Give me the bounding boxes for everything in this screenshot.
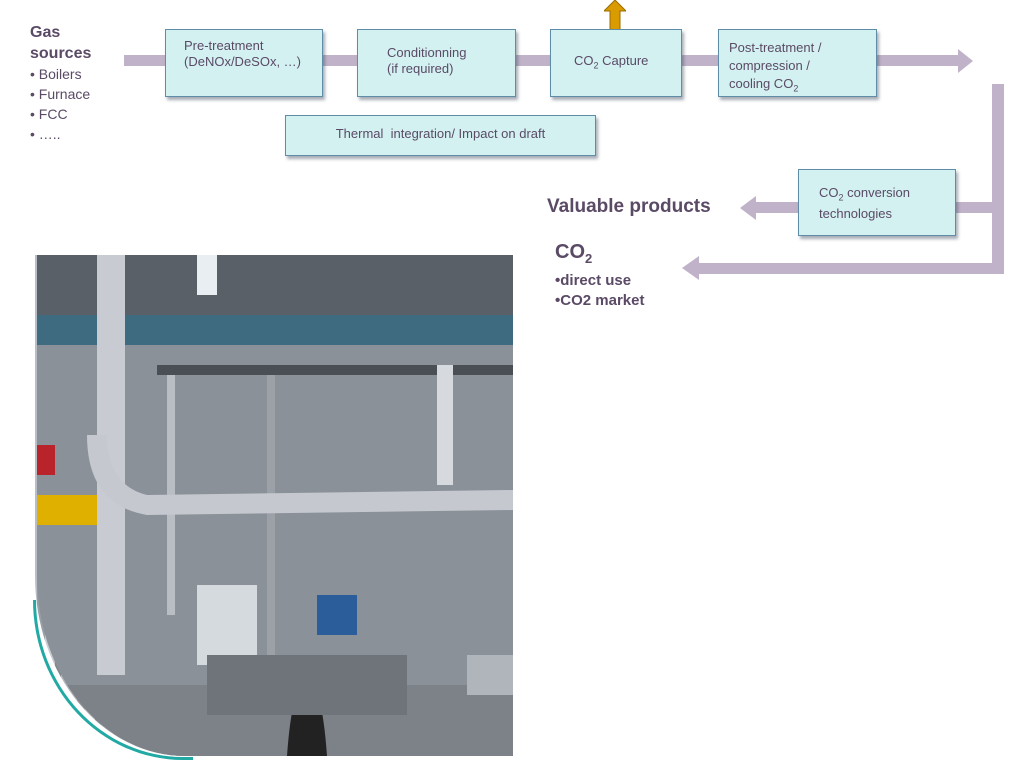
co2-title: CO	[555, 241, 585, 263]
box-co2-conversion: CO2 conversion technologies	[798, 169, 956, 236]
capture-co: CO	[574, 53, 594, 68]
source-item-furnace: • Furnace	[30, 86, 91, 102]
pretreatment-line-2: (DeNOx/DeSOx, …)	[184, 54, 302, 69]
co2-use-direct: •direct use	[555, 272, 632, 289]
flow-line-to-conversion	[955, 202, 995, 213]
flow-line-vertical	[992, 84, 1004, 274]
co2-output: CO2 •direct use •CO2 market	[555, 240, 644, 311]
post-treatment-co: cooling CO	[729, 76, 794, 91]
conversion-line-2: technologies	[819, 205, 892, 221]
conversion-line-1: CO2 conversion	[819, 185, 955, 206]
pilot-plant-photo	[35, 255, 513, 756]
box-conditioning: Conditionning (if required)	[357, 29, 516, 97]
capture-sub: 2	[593, 60, 599, 71]
post-treatment-line-2: compression /	[729, 58, 810, 73]
conditioning-line-1: Conditionning	[387, 45, 467, 60]
valuable-products-label: Valuable products	[547, 196, 711, 217]
flow-arrow-right-icon	[958, 49, 973, 73]
post-treatment-line-1: Post-treatment /	[729, 40, 822, 55]
pilot-plant-illustration	[37, 255, 513, 756]
capture-label: Capture	[598, 53, 649, 68]
gas-sources-title-1: Gas	[30, 24, 61, 41]
box-post-treatment: Post-treatment / compression / cooling C…	[718, 29, 877, 97]
source-item-more: • …..	[30, 126, 61, 142]
box-co2-capture: CO2 Capture	[550, 29, 682, 97]
conversion-co: CO	[819, 185, 839, 200]
source-item-boilers: • Boilers	[30, 66, 82, 82]
gas-sources-title-2: sources	[30, 45, 92, 62]
flow-line-to-products	[755, 202, 800, 213]
co2-arrow-left-icon	[682, 256, 699, 280]
flow-line-to-co2	[698, 263, 1004, 274]
box-pretreatment: Pre-treatment (DeNOx/DeSOx, …)	[165, 29, 323, 97]
thermal-label: Thermal integration/ Impact on draft	[335, 126, 546, 141]
gas-sources: Gas sources • Boilers • Furnace • FCC • …	[30, 22, 91, 144]
co2-title-sub: 2	[585, 251, 593, 266]
emission-arrow-up-icon	[602, 0, 628, 31]
post-treatment-sub: 2	[793, 83, 799, 94]
conversion-label: conversion	[843, 185, 910, 200]
pretreatment-line-1: Pre-treatment	[184, 38, 264, 53]
products-arrow-left-icon	[740, 196, 756, 220]
flow-line-main	[124, 55, 960, 66]
co2-use-market: •CO2 market	[555, 292, 645, 309]
conditioning-line-2: (if required)	[387, 61, 454, 76]
source-item-fcc: • FCC	[30, 106, 68, 122]
post-treatment-line-3: cooling CO2	[729, 75, 876, 98]
box-thermal-integration: Thermal integration/ Impact on draft	[285, 115, 596, 156]
conversion-sub: 2	[838, 192, 844, 203]
